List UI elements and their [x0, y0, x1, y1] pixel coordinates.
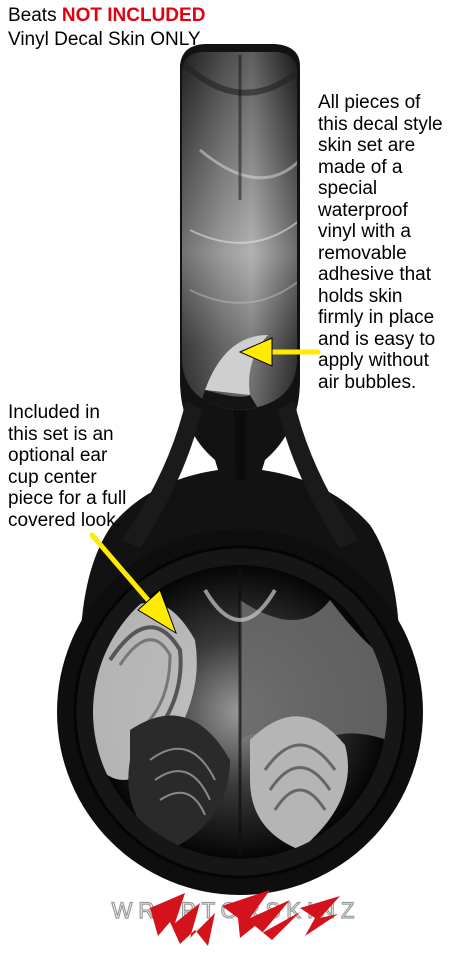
header-not-included: NOT INCLUDED — [61, 5, 206, 26]
arrow-to-cup-piece — [89, 532, 177, 635]
yoke-left — [122, 400, 202, 548]
yoke-right — [278, 400, 358, 548]
headband-decal — [182, 52, 297, 410]
header-text: Beats NOT INCLUDED Vinyl Decal Skin ONLY — [8, 4, 205, 52]
cable-stem — [234, 410, 246, 480]
arrow-to-peel — [238, 337, 321, 367]
logo-claw-mark — [150, 890, 340, 946]
header-beats: Beats — [8, 5, 57, 26]
waterproof-vinyl-callout: All pieces of this decal style skin set … — [318, 92, 443, 393]
header-line-2: Vinyl Decal Skin ONLY — [8, 29, 201, 50]
wraptorskinz-logo: WRAPTORSKINZ — [0, 878, 472, 948]
ear-cup-piece-callout: Included in this set is an optional ear … — [8, 402, 127, 531]
header-line-1: Beats NOT INCLUDED — [8, 4, 205, 28]
ear-cup-decal — [93, 565, 387, 859]
